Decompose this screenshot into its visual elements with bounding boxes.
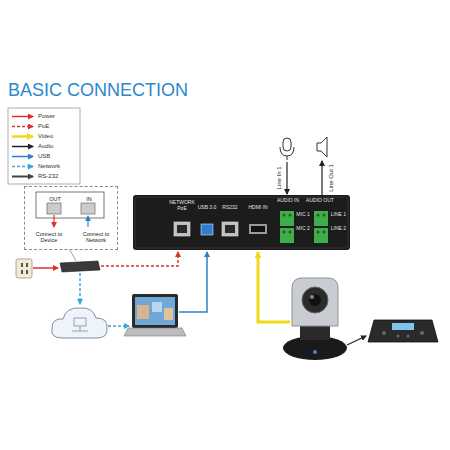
port-label: HDMI IN xyxy=(244,205,272,211)
port-label: LINE 2 xyxy=(329,226,348,232)
port-label: MIC 2 xyxy=(295,226,311,232)
port-label: MIC 1 xyxy=(295,212,311,218)
callout-text: Connect to Network xyxy=(75,231,117,244)
legend-text: PoE xyxy=(38,123,49,130)
legend-text: Network xyxy=(38,163,60,170)
port-label: NETWORK PoE xyxy=(167,200,197,212)
callout-text: OUT xyxy=(45,196,65,202)
legend-text: Audio xyxy=(38,143,53,150)
signal-label: Line Out 1 xyxy=(327,158,335,198)
callout-text: Connect to Device xyxy=(29,231,69,244)
device-panel: NETWORK PoEUSB 3.0RS232HDMI INAUDIO INAU… xyxy=(133,195,350,250)
port-label: LINE 1 xyxy=(329,212,348,218)
port-label: RS232 xyxy=(218,205,242,211)
legend-text: Power xyxy=(38,113,55,120)
diagram-title: BASIC CONNECTION xyxy=(8,80,188,101)
legend-text: RS-232 xyxy=(38,173,58,180)
legend-text: USB xyxy=(38,153,50,160)
injector-callout: OUT IN Connect to Device Connect to Network xyxy=(24,186,118,250)
port-label: AUDIO IN xyxy=(273,198,303,204)
callout-text: IN xyxy=(79,196,99,202)
signal-label: Line In 1 xyxy=(275,158,283,198)
port-label: AUDIO OUT xyxy=(303,198,337,204)
legend-text: Video xyxy=(38,133,53,140)
port-label: USB 3.0 xyxy=(194,205,220,211)
